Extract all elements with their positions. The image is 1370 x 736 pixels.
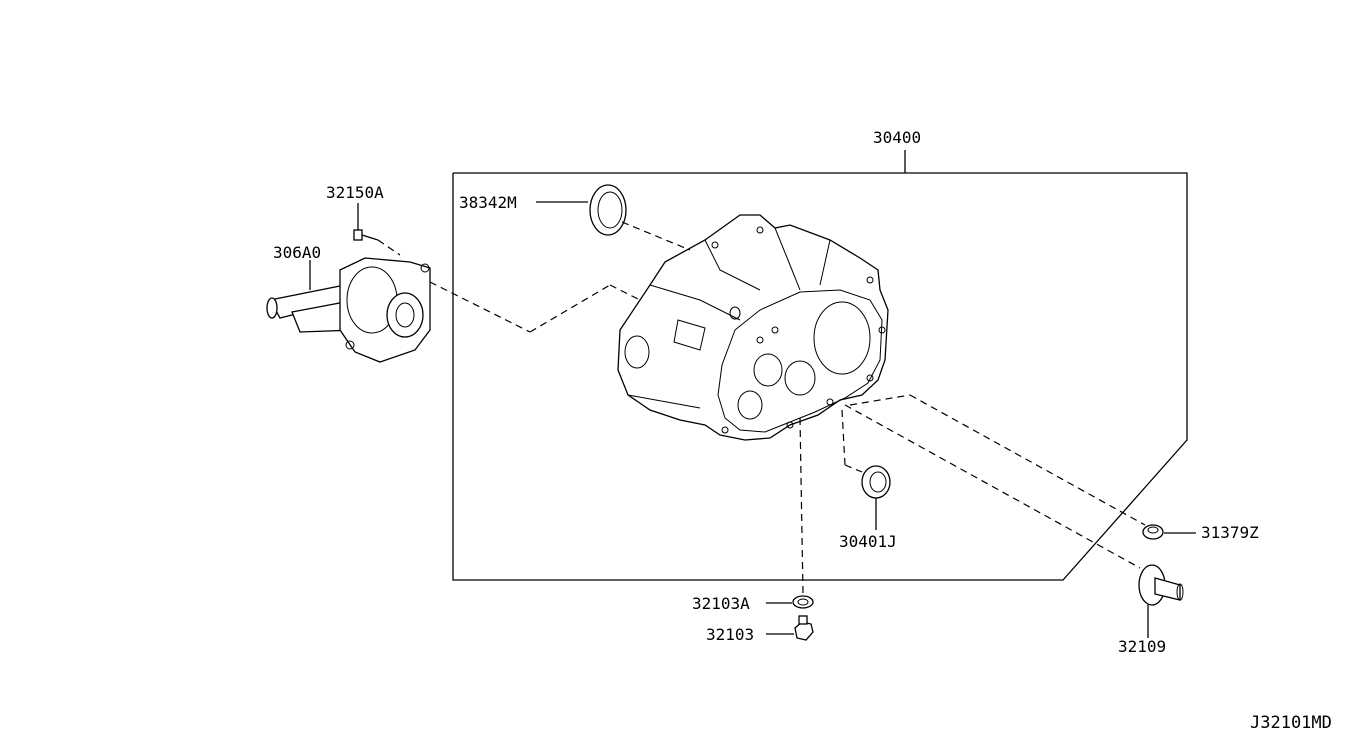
release-cylinder-306A0[interactable] xyxy=(266,257,641,363)
callout-32103A: 32103A xyxy=(692,594,750,613)
callout-306A0: 306A0 xyxy=(273,243,321,262)
oil-seal-38342M[interactable] xyxy=(536,184,691,251)
callout-30400: 30400 xyxy=(873,128,921,147)
callout-30401J: 30401J xyxy=(839,532,897,551)
bolt-32150A[interactable] xyxy=(353,203,401,256)
oil-seal-30401J[interactable] xyxy=(841,409,891,530)
shaft-32109[interactable] xyxy=(844,404,1184,638)
diagram-id: J32101MD xyxy=(1250,713,1332,733)
callout-38342M: 38342M xyxy=(459,193,517,212)
callout-31379Z: 31379Z xyxy=(1201,523,1259,542)
callout-32103: 32103 xyxy=(706,625,754,644)
transmission-case[interactable] xyxy=(617,214,889,441)
drain-plug-32103[interactable] xyxy=(766,615,814,641)
callout-32109: 32109 xyxy=(1118,637,1166,656)
callout-32150A: 32150A xyxy=(326,183,384,202)
assembly-frame xyxy=(452,150,1188,581)
plug-31379Z[interactable] xyxy=(849,394,1196,540)
gasket-32103A[interactable] xyxy=(766,417,814,609)
